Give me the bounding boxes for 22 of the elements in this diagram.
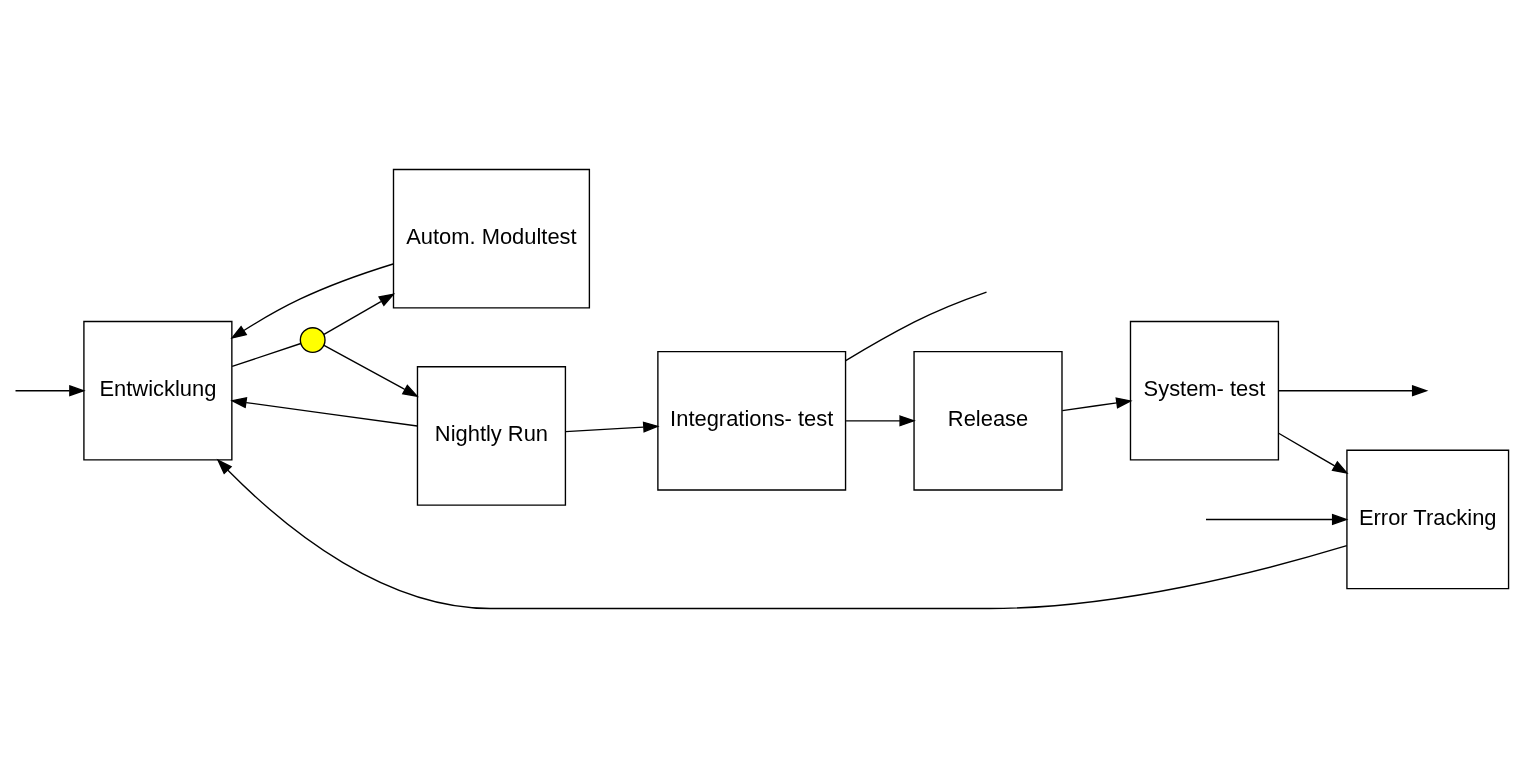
- node-circle: [299, 327, 326, 354]
- connector: [845, 291, 988, 362]
- arrow: [1205, 513, 1349, 526]
- arrow: [564, 421, 660, 433]
- arrow: [1277, 384, 1429, 397]
- node-box: Entwicklung: [83, 320, 233, 461]
- node-box: Autom. Modultest: [392, 168, 591, 309]
- arrow: [14, 384, 86, 397]
- arrow: [1061, 397, 1133, 412]
- node-box: System- test: [1129, 320, 1280, 461]
- arrow: [230, 263, 394, 340]
- arrow: [230, 396, 418, 427]
- arrow: [1277, 432, 1349, 475]
- node-box: Nightly Run: [416, 366, 567, 506]
- node-box: Release: [913, 351, 1063, 491]
- arrow: [323, 344, 419, 398]
- node-box: Integrations- test: [657, 351, 847, 491]
- node-box: Error Tracking: [1346, 449, 1510, 590]
- connector: [231, 342, 302, 368]
- arrow: [845, 415, 916, 427]
- arrow: [323, 293, 396, 335]
- arrow: [216, 458, 1348, 610]
